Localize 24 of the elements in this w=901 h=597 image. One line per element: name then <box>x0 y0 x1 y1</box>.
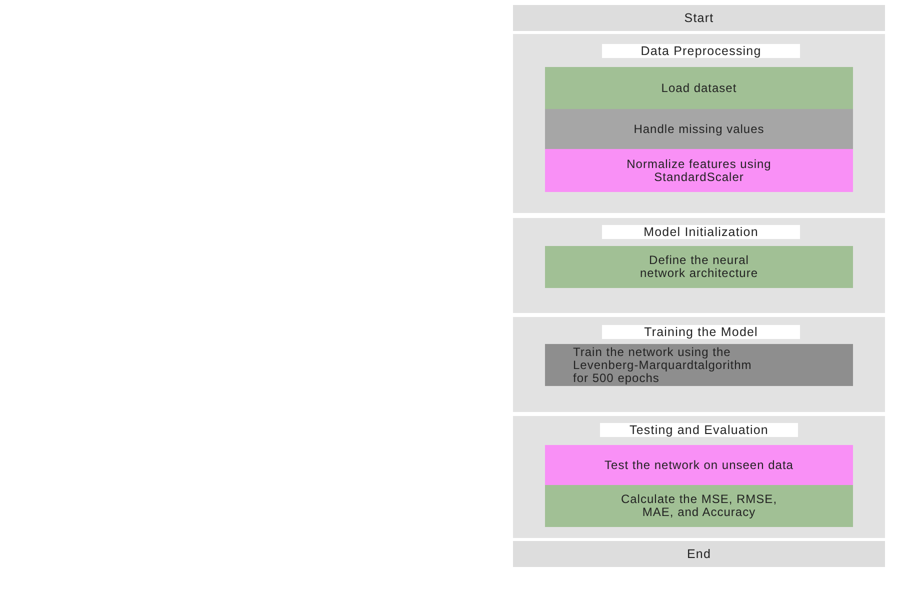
stage-panel <box>513 416 885 538</box>
process-box <box>545 149 853 192</box>
process-box <box>545 246 853 288</box>
process-box <box>545 445 853 485</box>
step-text: Define the neural network architecture <box>638 254 760 280</box>
stage-panel <box>513 218 885 313</box>
process-box <box>545 109 853 149</box>
panel-heading: Training the Model <box>602 325 800 339</box>
step-text: Test the network on unseen data <box>604 458 794 472</box>
process-box <box>545 485 853 527</box>
stage-panel <box>513 34 885 213</box>
stage-panel <box>513 317 885 412</box>
process-box <box>545 67 853 109</box>
step-text: Calculate the MSE, RMSE, MAE, and Accuracy <box>620 493 778 519</box>
terminal-bar: End <box>513 541 885 567</box>
panel-heading: Data Preprocessing <box>602 44 800 58</box>
terminal-bar: Start <box>513 5 885 31</box>
process-box <box>545 344 853 386</box>
panel-heading: Model Initialization <box>602 225 800 239</box>
step-text: Normalize features using StandardScaler <box>626 158 772 184</box>
step-text: Load dataset <box>661 82 737 94</box>
panel-heading: Testing and Evaluation <box>600 423 798 437</box>
step-text: Train the network using the Levenberg-Marquardtalgorithm for 500 epochs <box>573 346 753 384</box>
step-text: Handle missing values <box>634 122 764 136</box>
